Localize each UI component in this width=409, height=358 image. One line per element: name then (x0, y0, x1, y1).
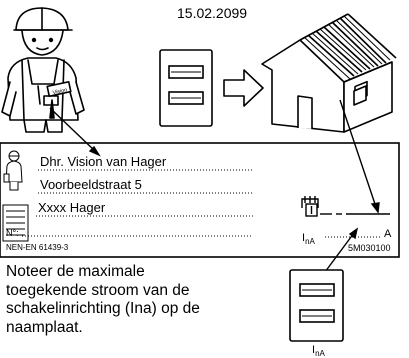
nameplate-street: Voorbeeldstraat 5 (40, 177, 142, 192)
nameplate-installer: Xxxx Hager (38, 200, 106, 215)
instruction-line: Noteer de maximale (6, 263, 145, 280)
nameplate-code: 5M030100 (348, 243, 391, 253)
distribution-panel-bottom-icon (289, 269, 344, 342)
nameplate-current-unit: A (384, 228, 392, 240)
nameplate-current-subscript: nA (305, 237, 315, 246)
svg-text:InA: InA (302, 232, 316, 246)
nameplate (0, 142, 400, 258)
instruction-line: toegekende stroom van de (6, 281, 190, 299)
installer-worker-illustration (1, 7, 85, 133)
breaker-symbol-icon (301, 196, 390, 217)
panel-current-symbol: I (312, 344, 315, 356)
pointer-arrows (49, 99, 380, 273)
distribution-panel-icon (159, 49, 213, 127)
instruction-line: naamplaat. (6, 318, 83, 336)
install-arrow-icon (223, 69, 264, 107)
panel-current-subscript: nA (315, 349, 325, 358)
nameplate-standard: NEN-EN 61439-3 (6, 243, 69, 252)
nameplate-number-label: N°: (6, 228, 19, 238)
nameplate-customer-name: Dhr. Vision van Hager (40, 154, 167, 169)
worker-badge-text: Vision (52, 87, 68, 96)
nameplate-current-symbol: I (302, 232, 305, 244)
nameplate-panel-icon (2, 204, 29, 242)
svg-text:InA: InA (312, 344, 326, 358)
nameplate-person-icon (3, 150, 23, 191)
date-label: 15.02.2099 (177, 5, 247, 21)
instruction-text: Noteer de maximale toegekende stroom van… (6, 263, 268, 337)
house-under-construction-icon (261, 13, 397, 133)
instruction-line: schakelinrichting (Ina) op de (6, 300, 200, 317)
